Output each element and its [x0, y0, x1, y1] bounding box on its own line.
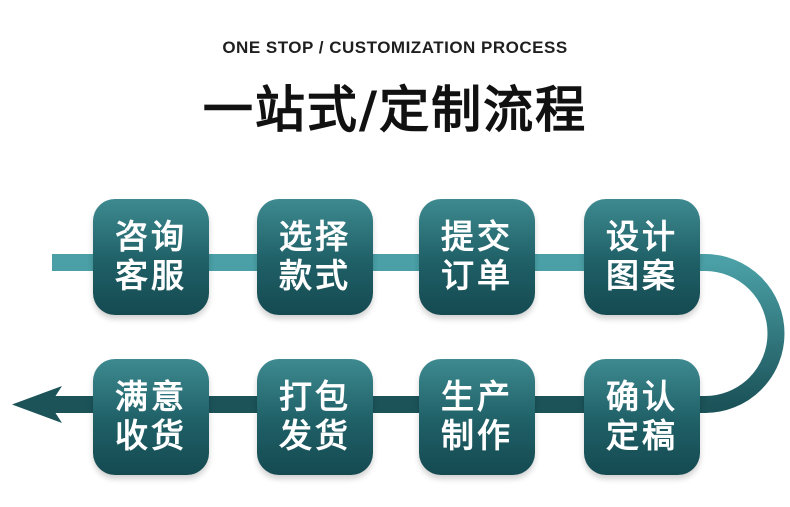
- step-production: 生产 制作: [419, 359, 535, 475]
- step-label: 生产: [441, 377, 513, 417]
- step-label: 订单: [441, 256, 513, 295]
- step-design: 设计 图案: [584, 199, 700, 315]
- step-label: 制作: [441, 416, 513, 455]
- step-label: 设计: [606, 217, 678, 257]
- step-label: 图案: [606, 256, 678, 295]
- step-confirm: 确认 定稿: [584, 359, 700, 475]
- step-label: 选择: [279, 217, 351, 257]
- step-consult: 咨询 客服: [93, 199, 209, 315]
- step-label: 定稿: [606, 416, 678, 455]
- subtitle: ONE STOP / CUSTOMIZATION PROCESS: [222, 38, 568, 57]
- step-label: 咨询: [115, 217, 187, 257]
- step-ship: 打包 发货: [257, 359, 373, 475]
- step-label: 发货: [279, 416, 351, 455]
- step-label: 提交: [441, 217, 513, 257]
- step-label: 客服: [115, 256, 187, 295]
- step-label: 款式: [279, 256, 351, 295]
- step-label: 打包: [279, 377, 351, 417]
- step-label: 收货: [115, 416, 187, 455]
- page-title: 一站式/定制流程: [202, 81, 588, 139]
- step-label: 确认: [606, 377, 678, 417]
- arrow-left-icon: [12, 386, 62, 423]
- top-flow-band: [52, 254, 707, 271]
- step-receive: 满意 收货: [93, 359, 209, 475]
- turn-curve: [704, 254, 785, 413]
- step-label: 满意: [115, 377, 187, 417]
- step-choose-style: 选择 款式: [257, 199, 373, 315]
- step-submit-order: 提交 订单: [419, 199, 535, 315]
